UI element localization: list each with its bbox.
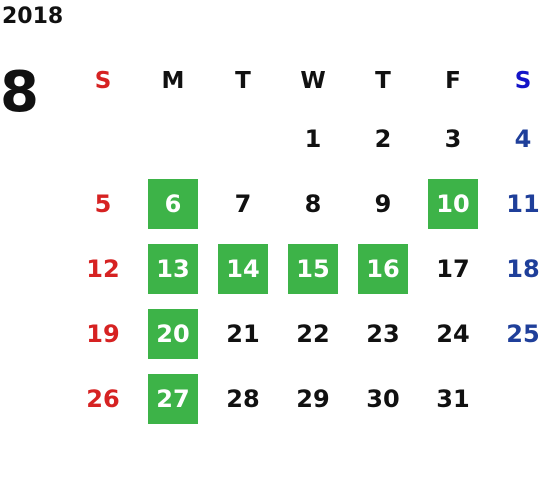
calendar-cell xyxy=(138,106,208,171)
highlighted-day[interactable]: 16 xyxy=(358,243,408,294)
calendar-cell xyxy=(208,106,278,171)
calendar-day[interactable]: 25 xyxy=(506,319,540,348)
weekday-header-fri: F xyxy=(445,68,461,94)
calendar-week-row: 26 27 28 29 30 31 xyxy=(68,366,548,431)
calendar-day[interactable]: 9 xyxy=(374,189,392,218)
calendar-cell: 15 xyxy=(278,236,348,301)
calendar-day[interactable]: 29 xyxy=(296,384,330,413)
calendar-cell: 3 xyxy=(418,106,488,171)
calendar-cell: 10 xyxy=(418,171,488,236)
calendar-cell: 26 xyxy=(68,366,138,431)
calendar-cell: 18 xyxy=(488,236,548,301)
calendar-day[interactable]: 3 xyxy=(444,124,462,153)
calendar-cell: 17 xyxy=(418,236,488,301)
calendar-cell: 2 xyxy=(348,106,418,171)
calendar-day[interactable]: 12 xyxy=(86,254,120,283)
calendar-cell: 23 xyxy=(348,301,418,366)
calendar-day[interactable]: 11 xyxy=(506,189,540,218)
calendar-cell: 30 xyxy=(348,366,418,431)
calendar-day[interactable]: 21 xyxy=(226,319,260,348)
calendar-day[interactable]: 30 xyxy=(366,384,400,413)
highlighted-day[interactable]: 27 xyxy=(148,373,198,424)
calendar-cell: 13 xyxy=(138,236,208,301)
calendar-cell: 6 xyxy=(138,171,208,236)
calendar-cell: 20 xyxy=(138,301,208,366)
weekday-header-thu: T xyxy=(375,68,391,94)
weekday-header-row: S M T W T F S xyxy=(68,56,548,106)
calendar-cell: 7 xyxy=(208,171,278,236)
calendar-day[interactable]: 19 xyxy=(86,319,120,348)
highlighted-day[interactable]: 13 xyxy=(148,243,198,294)
weekday-header-mon: M xyxy=(161,68,185,94)
calendar-year: 2018 xyxy=(2,4,64,29)
calendar-cell: 16 xyxy=(348,236,418,301)
calendar-day[interactable]: 18 xyxy=(506,254,540,283)
calendar-week-row: 19 20 21 22 23 24 25 xyxy=(68,301,548,366)
weekday-header-wed: W xyxy=(300,68,326,94)
calendar-cell: 8 xyxy=(278,171,348,236)
calendar-day[interactable]: 28 xyxy=(226,384,260,413)
weekday-header-sun: S xyxy=(94,68,112,94)
weekday-header-tue: T xyxy=(235,68,251,94)
calendar-cell: 4 xyxy=(488,106,548,171)
calendar-week-row: 5 6 7 8 9 10 11 xyxy=(68,171,548,236)
calendar-week-row: 1 2 3 4 xyxy=(68,106,548,171)
calendar-cell: 22 xyxy=(278,301,348,366)
calendar-cell: 12 xyxy=(68,236,138,301)
calendar-cell xyxy=(488,366,548,431)
calendar-day[interactable]: 17 xyxy=(436,254,470,283)
calendar-day[interactable]: 1 xyxy=(304,124,322,153)
calendar-cell: 11 xyxy=(488,171,548,236)
calendar-cell xyxy=(68,106,138,171)
calendar-day[interactable]: 22 xyxy=(296,319,330,348)
calendar-cell: 31 xyxy=(418,366,488,431)
calendar-day[interactable]: 31 xyxy=(436,384,470,413)
calendar-cell: 19 xyxy=(68,301,138,366)
calendar-cell: 21 xyxy=(208,301,278,366)
calendar-day[interactable]: 2 xyxy=(374,124,392,153)
highlighted-day[interactable]: 20 xyxy=(148,308,198,359)
highlighted-day[interactable]: 15 xyxy=(288,243,338,294)
calendar-cell: 24 xyxy=(418,301,488,366)
calendar-cell: 5 xyxy=(68,171,138,236)
weekday-header-sat: S xyxy=(514,68,532,94)
calendar-day[interactable]: 26 xyxy=(86,384,120,413)
calendar-month: 8 xyxy=(0,60,39,125)
calendar-day[interactable]: 4 xyxy=(514,124,532,153)
calendar-cell: 1 xyxy=(278,106,348,171)
calendar-week-row: 12 13 14 15 16 17 18 xyxy=(68,236,548,301)
highlighted-day[interactable]: 10 xyxy=(428,178,478,229)
calendar-day[interactable]: 8 xyxy=(304,189,322,218)
calendar-day[interactable]: 23 xyxy=(366,319,400,348)
calendar-cell: 14 xyxy=(208,236,278,301)
highlighted-day[interactable]: 6 xyxy=(148,178,198,229)
highlighted-day[interactable]: 14 xyxy=(218,243,268,294)
calendar-cell: 27 xyxy=(138,366,208,431)
calendar-day[interactable]: 7 xyxy=(234,189,252,218)
calendar-cell: 9 xyxy=(348,171,418,236)
calendar-cell: 29 xyxy=(278,366,348,431)
calendar-cell: 25 xyxy=(488,301,548,366)
calendar-day[interactable]: 5 xyxy=(94,189,112,218)
calendar-day[interactable]: 24 xyxy=(436,319,470,348)
calendar-cell: 28 xyxy=(208,366,278,431)
